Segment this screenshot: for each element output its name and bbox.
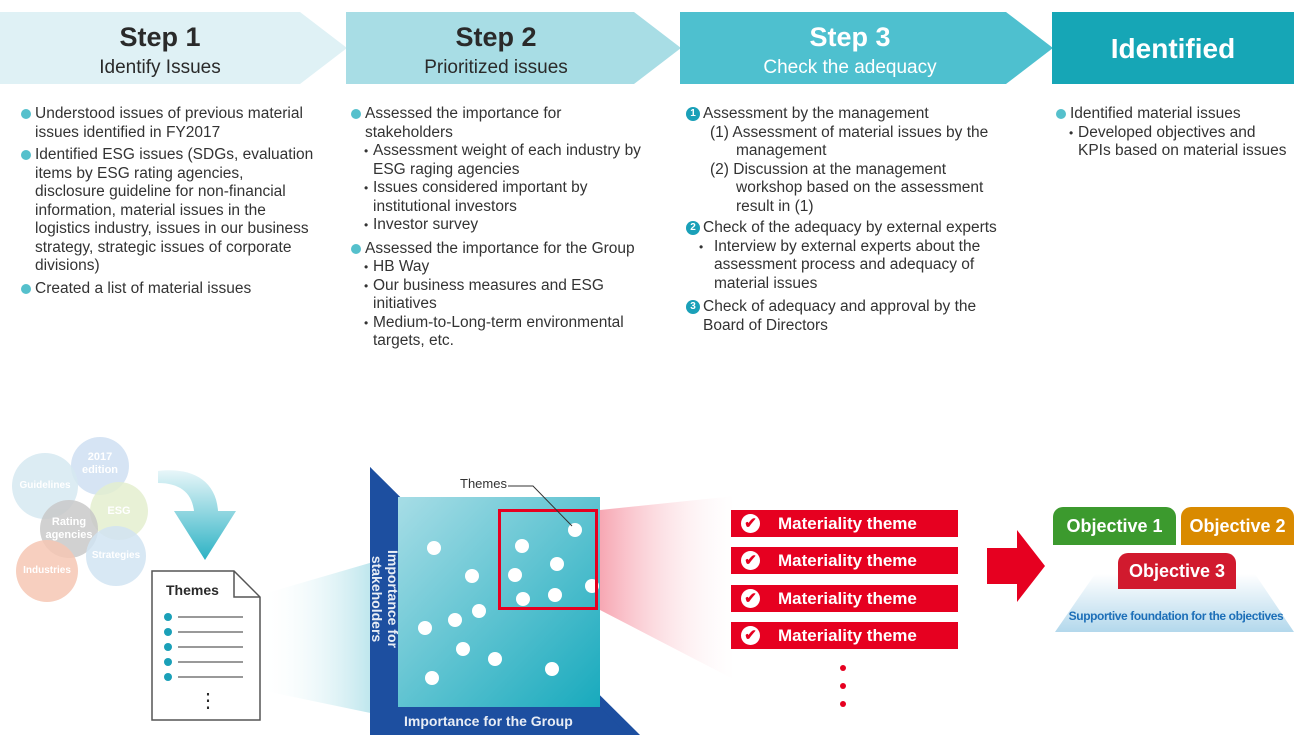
step2-subtitle: Prioritized issues: [424, 57, 568, 78]
theme-dot: [472, 604, 486, 618]
step2-chevron: Step 2 Prioritized issues: [346, 12, 681, 84]
theme-dot: [465, 569, 479, 583]
red-arrow-icon: [987, 530, 1045, 602]
curved-arrow-icon: [158, 470, 236, 560]
list-item: Understood issues of previous material i…: [21, 105, 317, 142]
materiality-theme: ✔ Materiality theme: [731, 622, 958, 649]
check-icon: ✔: [741, 551, 760, 570]
numbered-item-text: Check of the adequacy by external expert…: [703, 219, 997, 236]
themes-document: [151, 570, 261, 721]
theme-dot: [515, 539, 529, 553]
highlight-fan: [600, 496, 735, 680]
themes-callout: Themes: [460, 476, 507, 491]
theme-dot: [456, 642, 470, 656]
numbered-item: 3 Check of adequacy and approval by the …: [686, 298, 1006, 335]
number-badge: 3: [686, 300, 700, 314]
step1-chevron: Step 1 Identify Issues: [0, 12, 347, 84]
theme-dot: [516, 592, 530, 606]
objective-1: Objective 1: [1053, 507, 1176, 545]
step3-chevron: Step 3 Check the adequacy: [680, 12, 1053, 84]
identified-title: Identified: [1110, 33, 1236, 64]
step1-title: Step 1: [119, 22, 201, 52]
circle-edition: 2017 edition: [71, 437, 129, 495]
matrix-x-label: Importance for the Group: [404, 713, 573, 729]
list-subitem: (2) Discussion at the management worksho…: [710, 160, 984, 215]
themes-highlight-box: [498, 509, 598, 610]
number-badge: 2: [686, 221, 700, 235]
list-subitem: Developed objectives and KPIs based on m…: [1056, 124, 1292, 161]
materiality-theme: ✔ Materiality theme: [731, 547, 958, 574]
step2-title: Step 2: [455, 22, 537, 52]
step3-subtitle: Check the adequacy: [763, 57, 937, 78]
circle-guidelines: Guidelines: [12, 453, 78, 519]
theme-dot: [425, 671, 439, 685]
check-icon: ✔: [741, 514, 760, 533]
foundation-label: Supportive foundation for the objectives: [1068, 609, 1284, 623]
identified-content: Identified material issues Developed obj…: [1056, 105, 1292, 161]
list-item: Assessed the importance for stakeholders: [351, 105, 651, 142]
matrix-y-label: Importance for stakeholders: [369, 549, 401, 648]
step2-content: Assessed the importance for stakeholders…: [351, 105, 651, 351]
step3-content: 1 Assessment by the management (1) Asses…: [686, 105, 1006, 335]
callout-line: [508, 485, 573, 527]
step1-subtitle: Identify Issues: [99, 57, 221, 78]
more-themes-dots: [840, 665, 846, 707]
check-icon: ✔: [741, 589, 760, 608]
numbered-item: 1 Assessment by the management: [686, 105, 1006, 124]
materiality-theme: ✔ Materiality theme: [731, 510, 958, 537]
list-subitem: (1) Assessment of material issues by the…: [710, 123, 989, 160]
theme-dot: [568, 523, 582, 537]
list-subitem: Our business measures and ESG initiative…: [351, 277, 651, 314]
list-item: Identified ESG issues (SDGs, evaluation …: [21, 146, 317, 276]
objective-2: Objective 2: [1181, 507, 1294, 545]
circle-industries: Industries: [16, 540, 78, 602]
circle-strategies: Strategies: [86, 526, 146, 586]
list-item: Identified material issues: [1056, 105, 1292, 124]
step1-content: Understood issues of previous material i…: [21, 105, 317, 302]
numbered-item-text: Assessment by the management: [703, 105, 929, 122]
materiality-theme: ✔ Materiality theme: [731, 585, 958, 612]
list-subitem: Investor survey: [351, 216, 651, 235]
theme-dot: [550, 557, 564, 571]
list-subitem: Medium-to-Long-term environmental target…: [351, 314, 651, 351]
list-subitem: Interview by external experts about the …: [686, 238, 1006, 294]
check-icon: ✔: [741, 626, 760, 645]
step3-title: Step 3: [809, 22, 891, 52]
numbered-item-text: Check of adequacy and approval by the Bo…: [703, 298, 977, 334]
matrix-frame: [370, 467, 640, 735]
identified-box: Identified: [1052, 12, 1294, 84]
themes-document-title: Themes: [166, 582, 219, 598]
list-subitem: Assessment weight of each industry by ES…: [351, 142, 651, 179]
numbered-item: 2 Check of the adequacy by external expe…: [686, 219, 1006, 238]
theme-dot: [448, 613, 462, 627]
objective-3: Objective 3: [1118, 553, 1236, 589]
number-badge: 1: [686, 107, 700, 121]
theme-dot: [548, 588, 562, 602]
theme-dot: [508, 568, 522, 582]
list-subitem: Issues considered important by instituti…: [351, 179, 651, 216]
theme-dot: [427, 541, 441, 555]
theme-dot: [418, 621, 432, 635]
list-item: Created a list of material issues: [21, 280, 317, 299]
themes-document-more: ⋮: [198, 690, 218, 712]
beam-shape: [260, 560, 380, 715]
list-subitem: HB Way: [351, 258, 651, 277]
theme-dot: [545, 662, 559, 676]
theme-dot: [488, 652, 502, 666]
list-item: Assessed the importance for the Group: [351, 240, 651, 259]
